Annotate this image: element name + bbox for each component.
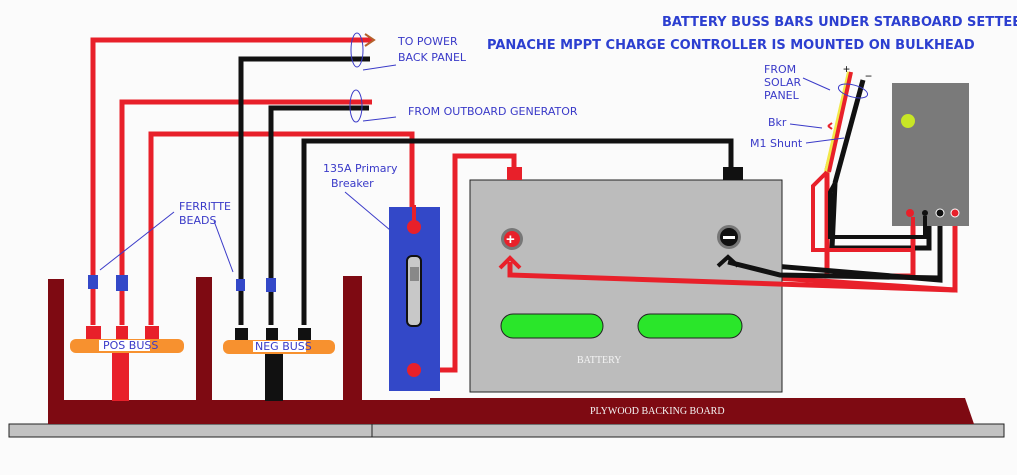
battery-indicator-left bbox=[500, 313, 604, 339]
cable-loop-icon bbox=[837, 83, 869, 99]
solar-pos-wire bbox=[827, 71, 853, 173]
neg-buss-bar: NEG BUSS bbox=[223, 340, 335, 354]
breaker-label-2: Breaker bbox=[331, 177, 374, 190]
breaker-label-1: 135A Primary bbox=[323, 162, 398, 175]
battery-indicator-right bbox=[637, 313, 743, 339]
cable-loop-icon bbox=[349, 89, 363, 123]
neg-buss-label: NEG BUSS bbox=[255, 340, 312, 353]
neg-lugs bbox=[235, 328, 311, 340]
arrow-icon bbox=[364, 33, 376, 47]
bkr-label: Bkr bbox=[768, 116, 787, 129]
from-outboard-label: FROM OUTBOARD GENERATOR bbox=[408, 105, 578, 118]
solar-plus-icon: + bbox=[843, 62, 850, 76]
negative-wires bbox=[238, 56, 943, 325]
plywood-label: PLYWOOD BACKING BOARD bbox=[590, 406, 725, 417]
solar-label-3: PANEL bbox=[764, 89, 800, 102]
to-power-label-1: TO POWER bbox=[397, 35, 458, 48]
solar-neg-wire bbox=[832, 79, 866, 184]
pos-buss-bar: POS BUSS bbox=[70, 339, 184, 353]
neg-buss-post bbox=[265, 350, 283, 401]
solar-breaker-icon bbox=[827, 122, 833, 130]
mppt-controller bbox=[892, 83, 969, 226]
floor-base bbox=[8, 423, 1005, 438]
battery-pos-cable bbox=[507, 262, 956, 293]
title-line-2: PANACHE MPPT CHARGE CONTROLLER IS MOUNTE… bbox=[487, 38, 975, 53]
battery-minus-icon bbox=[723, 236, 735, 239]
primary-breaker bbox=[389, 205, 440, 391]
terminal-batt-neg bbox=[935, 208, 945, 218]
terminal-batt-pos bbox=[950, 208, 960, 218]
shunt-label: M1 Shunt bbox=[750, 137, 803, 150]
solar-minus-icon: − bbox=[865, 69, 872, 83]
solar-label-2: SOLAR bbox=[764, 76, 802, 89]
plywood-backing-board: PLYWOOD BACKING BOARD bbox=[48, 276, 974, 424]
controller-led bbox=[901, 114, 915, 128]
title-line-1: BATTERY BUSS BARS UNDER STARBOARD SETTEE… bbox=[662, 15, 1017, 30]
leader-lines bbox=[99, 64, 845, 273]
breaker-switch[interactable] bbox=[406, 255, 422, 327]
solar-label-1: FROM bbox=[764, 63, 796, 76]
battery-plus-icon: + bbox=[506, 231, 515, 248]
terminal-solar-pos bbox=[906, 209, 914, 217]
ferrite-beads bbox=[88, 275, 276, 292]
pos-buss-label: POS BUSS bbox=[103, 339, 158, 352]
cable-loop-icon bbox=[350, 32, 364, 68]
solar-neg-run bbox=[828, 182, 927, 239]
battery: + BATTERY bbox=[469, 167, 783, 393]
ferrite-label-2: BEADS bbox=[179, 214, 216, 227]
ferrite-label-1: FERRITTE bbox=[179, 200, 231, 213]
battery-label: BATTERY bbox=[577, 355, 621, 366]
to-power-label-2: BACK PANEL bbox=[398, 51, 467, 64]
pos-lugs bbox=[86, 326, 159, 340]
pos-buss-post bbox=[112, 350, 129, 401]
terminal-solar-neg bbox=[922, 210, 928, 216]
battery-neg-cable bbox=[727, 259, 941, 281]
